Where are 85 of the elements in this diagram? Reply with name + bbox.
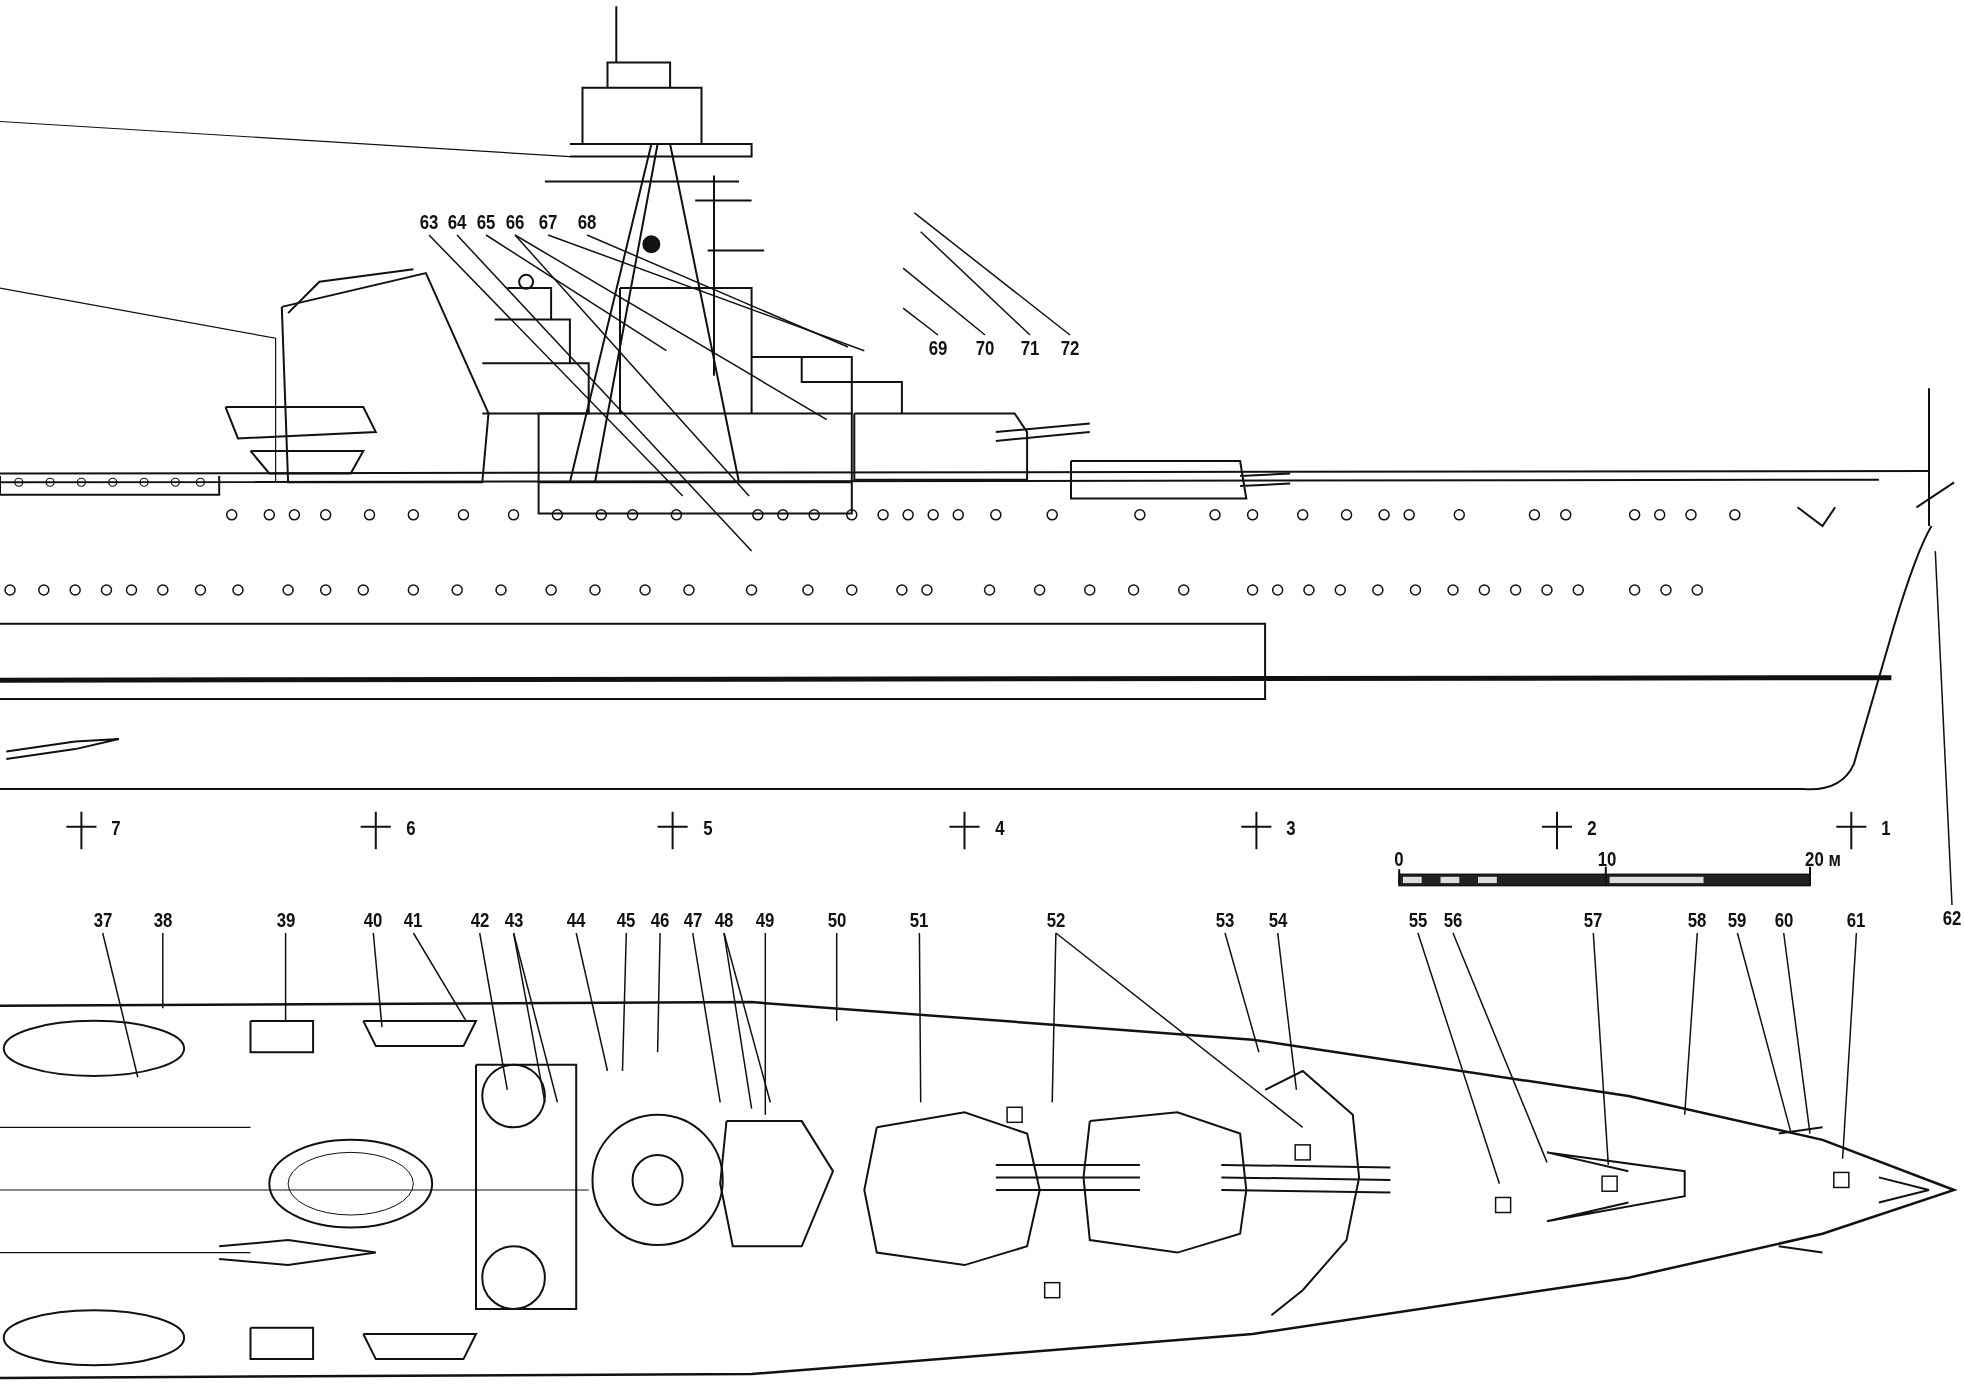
callout-number: 69 [928, 337, 948, 359]
leader-line [913, 212, 1071, 336]
leader-line [1051, 932, 1057, 1104]
leader-line [456, 234, 753, 552]
callout-number: 48 [714, 909, 734, 931]
callout-number: 51 [910, 909, 929, 931]
callout-number: 50 [827, 909, 847, 931]
callout-number: 63 [419, 211, 439, 233]
frame-number: 6 [406, 816, 416, 839]
callout-number: 60 [1774, 909, 1794, 931]
callout-number: 54 [1268, 909, 1287, 931]
callout-number: 68 [577, 211, 597, 233]
leader-line [835, 932, 838, 1022]
leader-line [284, 932, 287, 1022]
leader-line [1276, 932, 1298, 1091]
leader-line [547, 234, 866, 352]
leader-line [512, 932, 559, 1104]
callout-number: 59 [1728, 909, 1747, 931]
callout-number: 45 [616, 909, 636, 931]
leader-line [101, 932, 139, 1078]
scale-label: 20 м [1804, 848, 1841, 871]
leader-line [586, 234, 849, 348]
leader-line [428, 234, 684, 497]
callout-number: 71 [1020, 337, 1040, 359]
callout-number: 37 [93, 909, 113, 931]
leader-line [1934, 550, 1953, 906]
leader-line [723, 932, 772, 1104]
leader-line [919, 230, 1031, 336]
callout-number: 41 [404, 909, 423, 931]
scale-label: 0 [1394, 848, 1404, 871]
leader-line [1841, 932, 1858, 1160]
leader-line [1782, 932, 1811, 1135]
leader-line [478, 932, 509, 1091]
callout-number: 44 [566, 909, 586, 931]
leader-line [162, 932, 164, 1010]
leader-line [764, 932, 767, 1116]
leader-line [514, 234, 750, 497]
callout-number: 52 [1046, 909, 1066, 931]
leader-line [902, 267, 986, 336]
callout-number: 38 [153, 909, 173, 931]
leader-line [656, 932, 661, 1053]
leader-line [372, 932, 383, 1028]
leader-line [1452, 932, 1548, 1164]
callout-number: 72 [1060, 337, 1080, 359]
frame-number: 1 [1881, 816, 1892, 839]
leader-line [1417, 932, 1501, 1185]
frame-number: 4 [994, 816, 1005, 839]
callout-number: 65 [476, 211, 496, 233]
leader-line [1055, 932, 1304, 1129]
leader-line [412, 932, 467, 1022]
callout-number: 62 [1942, 907, 1962, 929]
callout-number: 49 [756, 909, 775, 931]
callout-number: 58 [1687, 909, 1707, 931]
callout-number: 64 [447, 211, 467, 233]
leader-line [485, 234, 668, 352]
leader-line [1736, 932, 1792, 1135]
leader-line [514, 234, 828, 421]
callout-number: 56 [1443, 909, 1463, 931]
callout-number: 43 [504, 909, 523, 931]
callout-number: 70 [975, 337, 995, 359]
callout-number: 67 [538, 211, 558, 233]
leader-line [918, 932, 922, 1104]
callout-number: 55 [1408, 909, 1428, 931]
leader-line [723, 932, 753, 1110]
callout-number: 61 [1847, 909, 1866, 931]
callout-number: 46 [650, 909, 670, 931]
callout-number: 47 [683, 909, 703, 931]
leader-line [1224, 932, 1260, 1053]
frame-number: 3 [1286, 816, 1297, 839]
callout-number: 53 [1215, 909, 1235, 931]
frame-number: 2 [1587, 816, 1597, 839]
callout-number: 66 [505, 211, 525, 233]
callout-number: 57 [1583, 909, 1603, 931]
leader-line [691, 932, 721, 1104]
scale-label: 10 [1597, 848, 1617, 871]
leader-line [1592, 932, 1610, 1166]
leader-line [1683, 932, 1699, 1116]
frame-number: 7 [111, 816, 122, 839]
callout-number: 40 [363, 909, 383, 931]
frame-number: 5 [703, 816, 713, 839]
leader-line [902, 307, 939, 336]
callout-number: 39 [276, 909, 295, 931]
leader-line [575, 932, 609, 1072]
leader-line [621, 932, 628, 1072]
callout-number: 42 [470, 909, 490, 931]
